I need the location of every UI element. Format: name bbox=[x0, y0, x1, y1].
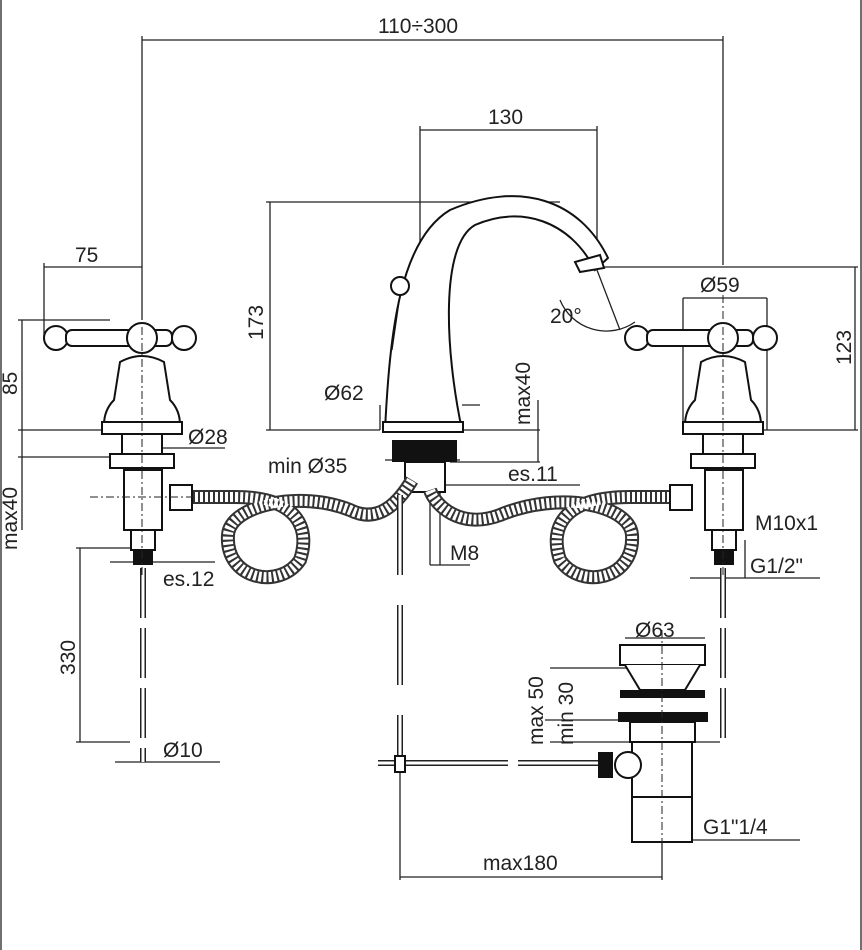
label-handle-thread: M10x1 bbox=[755, 512, 818, 535]
label-drain-thread: G1"1/4 bbox=[703, 816, 768, 839]
spout bbox=[382, 195, 636, 493]
label-max-deck-spout: max40 bbox=[512, 362, 535, 425]
label-spout-reach: 130 bbox=[488, 106, 523, 129]
label-handle-connection: G1/2" bbox=[750, 555, 803, 578]
label-spout-base-diameter: Ø62 bbox=[324, 382, 364, 405]
label-overall-spread: 110÷300 bbox=[378, 15, 458, 38]
label-drain-diameter: Ø63 bbox=[635, 619, 675, 642]
lever-knob bbox=[390, 276, 410, 296]
center-lines bbox=[90, 295, 724, 850]
label-handle-wrench: es.12 bbox=[163, 568, 214, 591]
label-min-hole-diameter: min Ø35 bbox=[268, 455, 347, 478]
label-rod-reach: max180 bbox=[483, 852, 558, 875]
supply-pipes bbox=[140, 495, 726, 770]
label-handle-height: 123 bbox=[833, 330, 856, 365]
dimension-labels: 110÷300 130 75 173 Ø59 123 85 20° Ø62 ma… bbox=[0, 15, 856, 875]
label-max-deck-handle: max40 bbox=[0, 487, 22, 550]
label-drain-max: max 50 bbox=[525, 676, 548, 745]
label-spout-thread: M8 bbox=[450, 542, 479, 565]
label-spout-height: 173 bbox=[245, 305, 268, 340]
hoses bbox=[169, 480, 692, 577]
label-handle-height-left: 85 bbox=[0, 372, 22, 395]
label-drain-min: min 30 bbox=[555, 682, 578, 745]
label-handle-width: 75 bbox=[75, 244, 98, 267]
label-pipe-diameter: Ø10 bbox=[163, 739, 203, 762]
label-spout-angle: 20° bbox=[550, 305, 582, 328]
label-pipe-length: 330 bbox=[57, 640, 80, 675]
left-handle bbox=[43, 322, 197, 566]
label-spout-wrench: es.11 bbox=[508, 463, 558, 486]
label-handle-base-diameter: Ø28 bbox=[188, 426, 228, 449]
label-handle-diameter: Ø59 bbox=[700, 274, 740, 297]
